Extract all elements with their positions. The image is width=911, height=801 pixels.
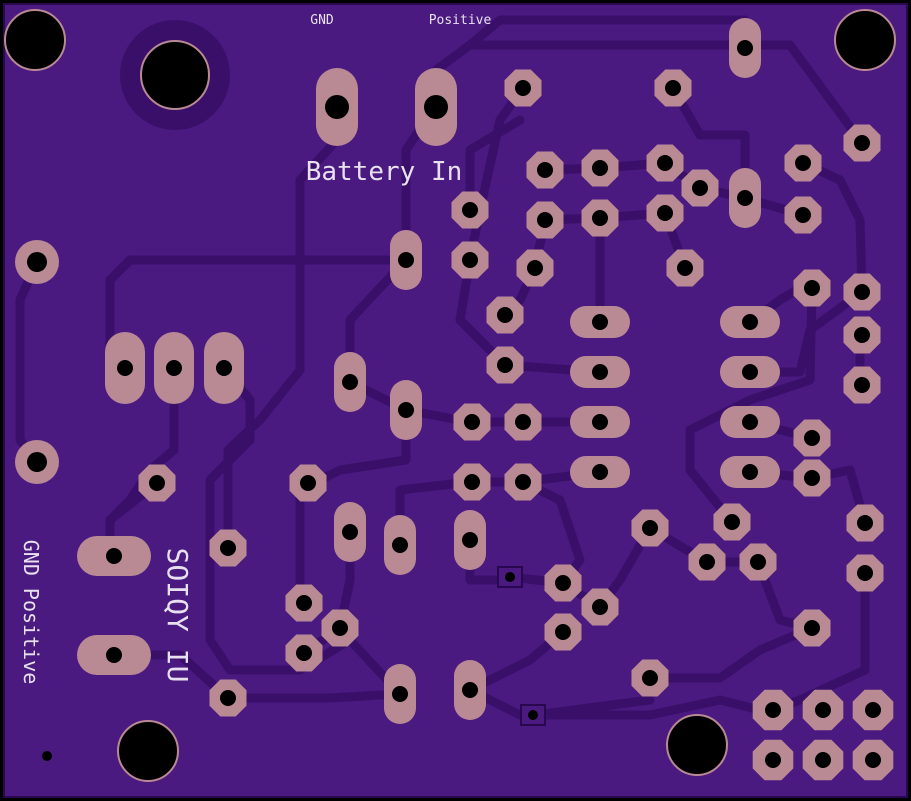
drill-hole [464,414,480,430]
drill-hole [342,374,358,390]
drill-hole [515,80,531,96]
drill-hole [216,360,232,376]
drill-hole [398,252,414,268]
drill-hole [117,360,133,376]
drill-hole [804,470,820,486]
drill-hole [424,95,448,119]
positive-top-label: Positive [429,13,492,28]
drill-hole [765,702,781,718]
drill-hole [296,645,312,661]
drill-hole [857,515,873,531]
drill-hole [220,690,236,706]
drill-hole [166,360,182,376]
drill-hole [555,624,571,640]
drill-hole [737,40,753,56]
drill-hole [592,414,608,430]
drill-hole [398,402,414,418]
drill-hole [106,647,122,663]
drill-hole [857,565,873,581]
drill-hole [795,155,811,171]
fiducial-mark [42,751,52,761]
drill-hole [342,524,358,540]
drill-hole [854,135,870,151]
gnd-top-label: GND [310,13,334,28]
drill-hole [815,752,831,768]
drill-hole [106,548,122,564]
drill-hole [592,599,608,615]
drill-hole [742,464,758,480]
drill-hole [505,572,515,582]
drill-hole [462,252,478,268]
drill-hole [865,702,881,718]
drill-hole [497,357,513,373]
drill-hole [642,520,658,536]
drill-hole [528,710,538,720]
drill-hole [804,280,820,296]
drill-hole [592,210,608,226]
drill-hole [537,212,553,228]
drill-hole [657,155,673,171]
copper-pads [15,18,894,781]
mounting-holes [4,9,896,782]
drill-hole [742,314,758,330]
drill-hole [865,752,881,768]
drill-hole [462,532,478,548]
drill-hole [665,80,681,96]
drill-hole [527,260,543,276]
drill-hole [515,414,531,430]
drill-hole [537,162,553,178]
drill-hole [325,95,349,119]
drill-hole [854,327,870,343]
battery-in-label: Battery In [306,157,463,187]
drill-hole [592,160,608,176]
drill-hole [515,474,531,490]
drill-hole [854,284,870,300]
drill-hole [742,414,758,430]
drill-hole [27,452,47,472]
drill-hole [332,620,348,636]
drill-hole [737,190,753,206]
drill-hole [27,252,47,272]
drill-hole [677,260,693,276]
drill-hole [592,314,608,330]
drill-hole [462,682,478,698]
drill-hole [657,205,673,221]
drill-hole [464,474,480,490]
drill-hole [300,475,316,491]
drill-hole [724,514,740,530]
drill-hole [392,686,408,702]
drill-hole [462,202,478,218]
drill-hole [742,364,758,380]
drill-hole [149,475,165,491]
drill-hole [497,307,513,323]
board-version-label: SOIQY IU [161,548,194,683]
drill-hole [765,752,781,768]
drill-hole [296,595,312,611]
drill-hole [642,670,658,686]
drill-hole [815,702,831,718]
gnd-positive-side-label: GND Positive [19,540,43,685]
drill-hole [795,207,811,223]
drill-hole [854,377,870,393]
drill-hole [692,180,708,196]
drill-hole [750,554,766,570]
drill-hole [555,575,571,591]
silkscreen-layer: GND Positive Battery In GND Positive SOI… [19,13,491,761]
drill-hole [220,540,236,556]
drill-hole [392,537,408,553]
drill-hole [804,620,820,636]
drill-hole [592,464,608,480]
drill-hole [592,364,608,380]
drill-hole [804,430,820,446]
drill-hole [699,554,715,570]
